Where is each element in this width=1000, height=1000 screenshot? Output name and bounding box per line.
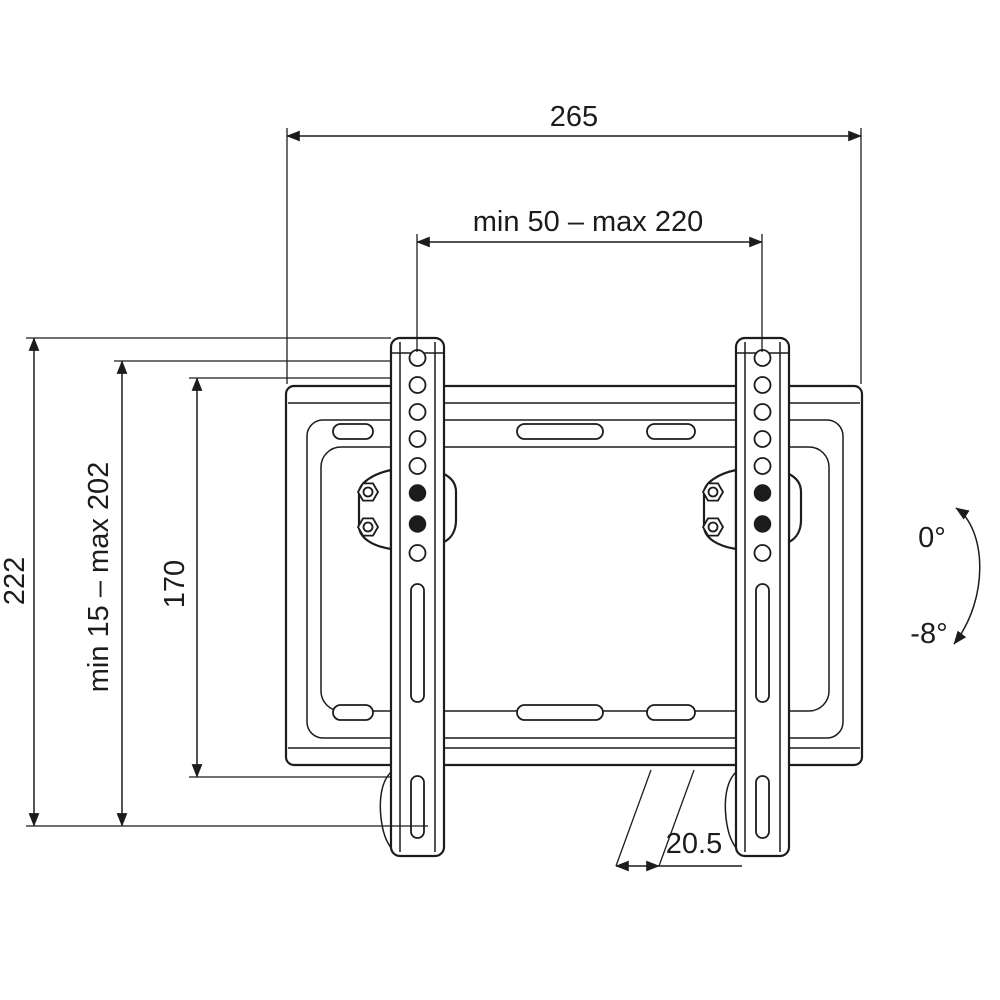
left-rail-bolts [356,482,380,537]
dimension-vertical-hole-range: min 15 – max 202 [83,360,391,827]
tilt-min-label: -8° [910,618,947,650]
dimension-overall-width: 265 [286,101,862,384]
right-rail-tilt-hook-right [787,472,803,544]
right-rail [701,336,803,858]
left-rail-tilt-hook-right [442,472,458,544]
right-rail-bottom-hook [724,771,737,849]
tilt-arc-arrow [953,507,981,645]
dim-overall-width-label: 265 [550,101,598,133]
dimension-overall-height: 222 [0,337,428,827]
dim-overall-height-label: 222 [0,557,31,605]
tilt-angle-indicator: 0° -8° [910,507,981,650]
left-rail-tilt-hook-left [357,468,393,551]
right-rail-bolts [701,482,725,537]
right-rail-tilt-hook-left [702,468,738,551]
dim-bracket-height-label: 170 [159,560,191,608]
left-rail-holes [408,349,427,839]
dim-horizontal-hole-range-label: min 50 – max 220 [473,206,704,238]
tilt-max-label: 0° [918,522,946,554]
left-rail-bottom-hook [379,771,392,849]
wall-plate-slots [332,423,696,721]
dimension-depth: 20.5 [615,769,742,872]
right-rail-holes [753,349,772,839]
dimension-bracket-height: 170 [159,377,391,778]
dim-vertical-hole-range-label: min 15 – max 202 [83,462,115,693]
dimension-horizontal-hole-range: min 50 – max 220 [416,206,763,352]
wall-plate-inner-recess [306,419,844,739]
dim-depth-label: 20.5 [666,828,722,860]
